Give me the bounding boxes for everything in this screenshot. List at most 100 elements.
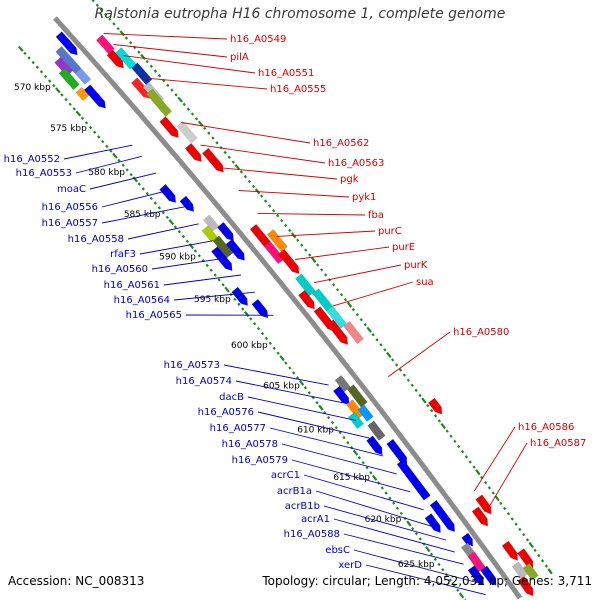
- gc-dot: [197, 254, 201, 258]
- gc-dot: [60, 93, 64, 97]
- label-leader-line: [291, 459, 411, 493]
- label-leader-line: [142, 77, 268, 90]
- gc-dot: [537, 553, 541, 558]
- gc-dot: [359, 318, 363, 322]
- kbp-tick-label: 580 kbp: [88, 168, 125, 178]
- gc-dot: [55, 87, 61, 94]
- gc-dot: [335, 288, 340, 292]
- gene-label-minus: h16_A0573: [164, 360, 220, 371]
- gc-dot: [234, 163, 241, 170]
- gene-feature: [58, 67, 80, 91]
- gc-dot: [375, 338, 379, 342]
- gc-dot: [453, 439, 457, 444]
- gc-dot: [279, 355, 285, 362]
- gc-dot: [318, 404, 324, 411]
- gene-feature: [231, 286, 248, 306]
- gene-label-plus: h16_A0580: [453, 327, 509, 338]
- kbp-tick-label: 620 kbp: [365, 515, 402, 525]
- gc-dot: [338, 430, 342, 435]
- gc-dot: [380, 486, 384, 490]
- gc-dot: [193, 249, 197, 253]
- gene-label-minus: acrB1a: [277, 486, 312, 497]
- gc-dot: [99, 8, 104, 12]
- label-leader-line: [323, 505, 447, 541]
- label-leader-line: [333, 518, 455, 553]
- gc-dot: [395, 506, 400, 510]
- gc-dot: [272, 209, 276, 213]
- gc-dot: [209, 268, 213, 272]
- gc-dot: [252, 322, 257, 326]
- gc-dot: [499, 501, 503, 506]
- gene-label-plus: purE: [392, 242, 415, 253]
- gc-dot: [166, 83, 170, 88]
- gc-dot: [247, 179, 252, 184]
- gene-feature: [202, 214, 220, 232]
- gc-dot: [406, 378, 410, 382]
- gc-dot: [379, 343, 383, 347]
- label-leader-line: [295, 246, 390, 260]
- gc-dot: [105, 144, 109, 148]
- gene-label-plus: h16_A0563: [328, 158, 384, 169]
- gene-label-minus: h16_A0557: [42, 218, 98, 229]
- gc-dot: [421, 397, 427, 404]
- gene-feature: [517, 576, 534, 597]
- gene-label-minus: moaC: [57, 184, 86, 195]
- gc-dot: [472, 465, 476, 469]
- gc-dot: [464, 455, 469, 459]
- gene-feature: [115, 47, 137, 70]
- gene-label-minus: h16_A0560: [92, 264, 148, 275]
- gc-dot: [161, 210, 165, 215]
- gene-feature: [366, 435, 383, 456]
- gc-dot: [468, 460, 472, 464]
- label-leader-line: [151, 257, 227, 270]
- gc-dot: [456, 588, 460, 592]
- label-leader-line: [315, 490, 438, 529]
- gene-label-plus: pyk1: [352, 192, 376, 203]
- gc-dot: [392, 501, 396, 505]
- gc-dot: [441, 567, 445, 572]
- gc-dot: [223, 150, 227, 155]
- gc-dot: [35, 65, 39, 69]
- gene-label-minus: dacB: [219, 392, 244, 403]
- gene-label-minus: acrB1b: [285, 501, 320, 512]
- gene-label-plus: h16_A0549: [230, 34, 286, 45]
- gc-dot: [181, 234, 185, 239]
- gc-dot: [256, 326, 261, 331]
- gc-dot: [227, 155, 231, 159]
- gc-dot: [224, 286, 230, 293]
- gc-dot: [207, 131, 211, 135]
- gene-feature: [201, 225, 218, 243]
- gene-feature: [475, 494, 492, 515]
- gene-label-plus: h16_A0586: [518, 422, 574, 433]
- gc-dot: [141, 187, 145, 191]
- gc-dot: [457, 444, 461, 449]
- gc-dot: [528, 542, 534, 549]
- gene-feature: [83, 84, 106, 109]
- gc-dot: [547, 568, 553, 575]
- gc-dot: [137, 182, 141, 186]
- label-lines-layer: [63, 33, 528, 596]
- gc-dot: [506, 512, 511, 516]
- label-leader-line: [219, 167, 338, 180]
- gc-dot: [414, 388, 418, 392]
- gc-dot: [128, 41, 133, 45]
- gc-dot: [369, 471, 373, 475]
- label-leader-line: [365, 564, 486, 596]
- gc-dot: [292, 371, 296, 375]
- gene-feature: [217, 221, 234, 242]
- gc-dot: [298, 379, 305, 386]
- gc-dot: [388, 496, 392, 500]
- kbp-tick-label: 600 kbp: [231, 341, 268, 351]
- gc-dot: [342, 435, 346, 440]
- gc-dot: [402, 373, 407, 377]
- gc-dot: [406, 520, 412, 527]
- gc-dot: [268, 341, 272, 346]
- gc-dot: [52, 84, 56, 88]
- gene-feature: [266, 229, 288, 253]
- label-leader-line: [387, 331, 451, 378]
- gene-feature: [461, 532, 474, 547]
- gc-dot: [320, 268, 324, 272]
- gc-dot: [326, 415, 331, 420]
- label-leader-line: [75, 155, 142, 174]
